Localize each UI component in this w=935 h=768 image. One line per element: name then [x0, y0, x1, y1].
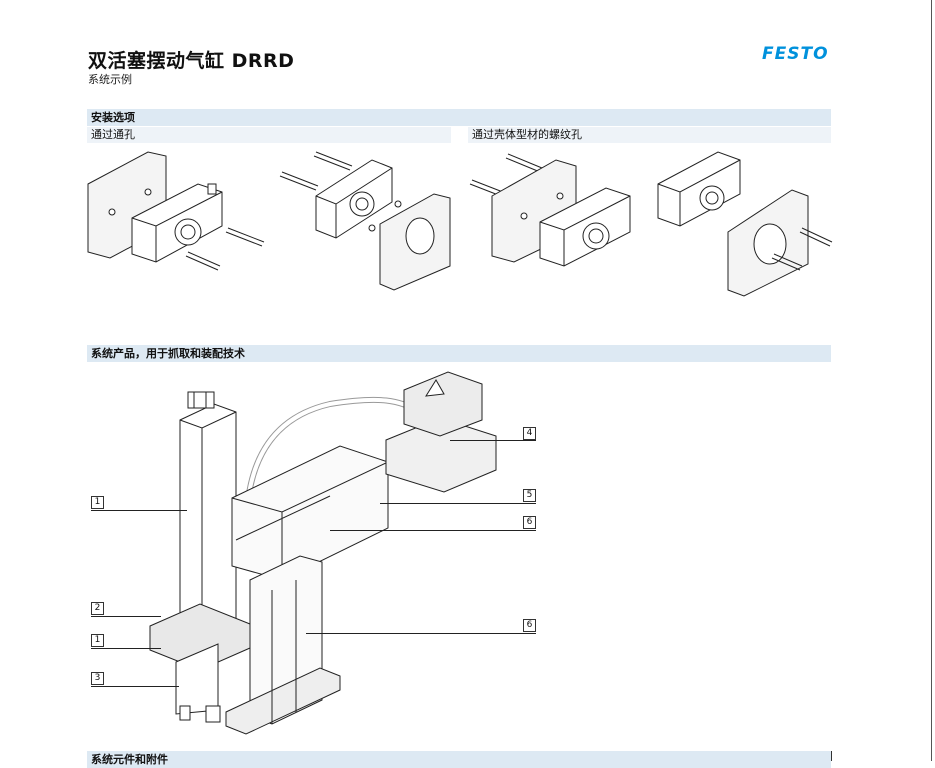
section-border [831, 751, 832, 761]
callout-line-3 [91, 686, 179, 687]
mounting-right-label: 通过壳体型材的螺纹孔 [468, 127, 831, 143]
mounting-left-label: 通过通孔 [87, 127, 451, 143]
callout-1-top: 1 [91, 496, 104, 509]
callout-4: 4 [523, 427, 536, 440]
mounting-drawing-1 [87, 151, 265, 271]
callout-line-2 [91, 616, 161, 617]
servo-motor [385, 371, 497, 493]
mounting-drawing-2 [279, 151, 451, 291]
callout-line-6-bottom [306, 633, 536, 634]
vertical-axis [179, 391, 237, 655]
callout-5: 5 [523, 489, 536, 502]
section-heading-system: 系统产品，用于抓取和装配技术 [87, 345, 831, 362]
support-column [225, 555, 341, 735]
callout-line-1-bottom [91, 648, 161, 649]
callout-line-4 [450, 440, 536, 441]
section-heading-mounting: 安装选项 [87, 109, 831, 126]
callout-1-bottom: 1 [91, 634, 104, 647]
callout-6-bottom: 6 [523, 619, 536, 632]
mounting-drawing-4 [657, 151, 833, 297]
mounting-drawing-3 [469, 153, 631, 267]
festo-logo: FESTO [762, 44, 829, 64]
page-subtitle: 系统示例 [88, 73, 132, 86]
callout-line-1-top [91, 510, 187, 511]
callout-line-6-top [330, 530, 536, 531]
rotary-actuator [149, 603, 251, 723]
callout-6-top: 6 [523, 516, 536, 529]
callout-3: 3 [91, 672, 104, 685]
callout-2: 2 [91, 602, 104, 615]
page-edge [931, 0, 932, 761]
callout-line-5 [380, 503, 536, 504]
horizontal-axis [231, 445, 389, 581]
page-title: 双活塞摆动气缸 DRRD [88, 50, 295, 72]
